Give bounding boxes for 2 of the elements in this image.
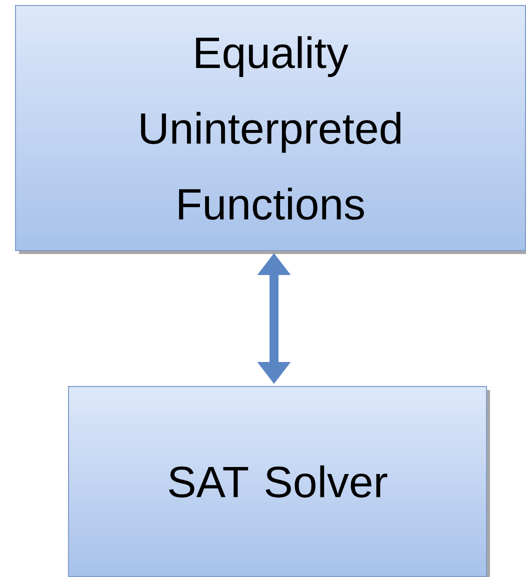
process-box: Equality Uninterpreted Functions — [15, 5, 526, 251]
process-box: SAT Solver — [68, 386, 487, 577]
